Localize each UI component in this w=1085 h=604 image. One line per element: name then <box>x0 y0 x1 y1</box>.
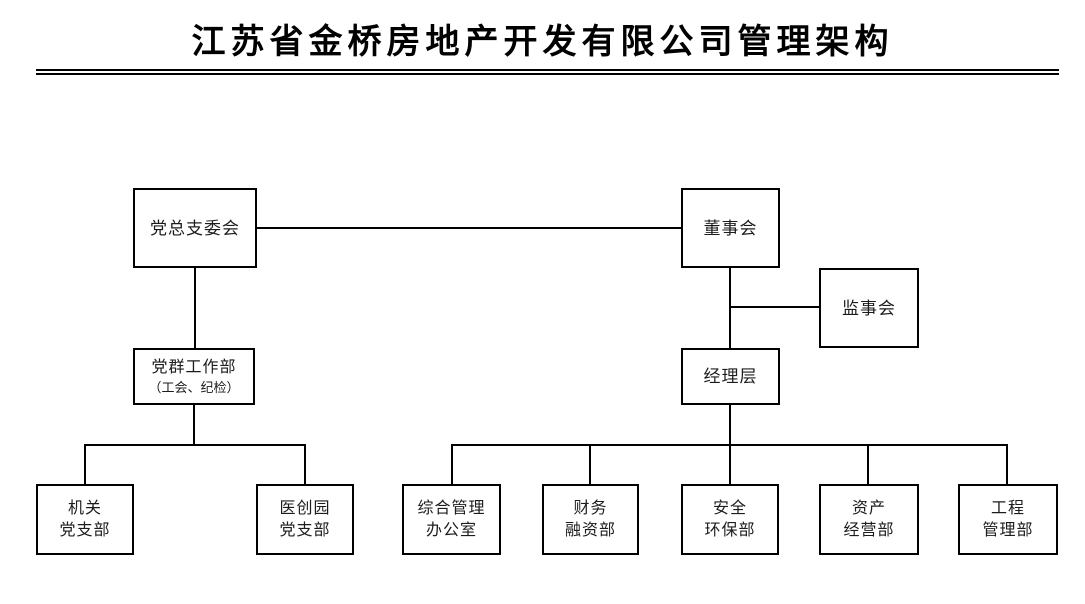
edge-party-mass-dept-stem <box>193 404 195 445</box>
node-engineering-dept: 工程 管理部 <box>958 484 1058 555</box>
node-party-mass-work-dept-label: 党群工作部 <box>151 358 237 376</box>
node-supervisory-board-label: 监事会 <box>842 298 896 318</box>
title-double-underline <box>36 69 1059 75</box>
node-org-party-branch: 机关 党支部 <box>36 484 134 555</box>
edge-party-branches-rail <box>84 444 306 446</box>
edge-drop-asset-mgmt-dept <box>867 444 869 484</box>
edge-drop-finance-dept <box>589 444 591 484</box>
node-yichuangyuan-party-branch-label: 医创园 党支部 <box>279 499 331 539</box>
node-party-mass-work-dept-sublabel: （工会、纪检） <box>148 379 240 395</box>
node-board-of-directors-label: 董事会 <box>703 218 758 238</box>
edge-drop-yichuangyuan-party-branch <box>304 444 306 484</box>
diagram-title: 江苏省金桥房地产开发有限公司管理架构 <box>191 24 894 61</box>
node-safety-env-dept: 安全 环保部 <box>681 484 779 555</box>
edge-drop-safety-env-dept <box>729 444 731 484</box>
edge-drop-general-admin-office <box>451 444 453 484</box>
node-finance-dept-label: 财务 融资部 <box>564 499 616 539</box>
node-party-mass-work-dept: 党群工作部 （工会、纪检） <box>133 348 255 405</box>
node-management-team-label: 经理层 <box>703 367 758 386</box>
node-general-admin-office: 综合管理 办公室 <box>402 484 501 555</box>
node-asset-mgmt-dept: 资产 经营部 <box>819 484 919 555</box>
node-asset-mgmt-dept-label: 资产 经营部 <box>843 499 895 539</box>
edge-management-stem <box>729 404 731 445</box>
node-party-committee-label: 党总支委会 <box>150 218 240 238</box>
node-org-party-branch-label: 机关 党支部 <box>59 499 111 539</box>
node-party-committee: 党总支委会 <box>133 188 257 268</box>
node-yichuangyuan-party-branch: 医创园 党支部 <box>256 484 354 555</box>
node-finance-dept: 财务 融资部 <box>542 484 639 555</box>
node-supervisory-board: 监事会 <box>819 268 919 348</box>
node-general-admin-office-label: 综合管理 办公室 <box>417 499 486 539</box>
node-board-of-directors: 董事会 <box>681 188 780 268</box>
edge-party-committee-board <box>257 227 681 229</box>
edge-board-supervisory <box>729 306 819 308</box>
node-engineering-dept-label: 工程 管理部 <box>982 499 1034 539</box>
node-management-team: 经理层 <box>681 348 780 405</box>
edge-party-committee-party-mass-dept <box>194 268 196 348</box>
edge-board-management <box>729 268 731 348</box>
node-safety-env-dept-label: 安全 环保部 <box>704 499 756 539</box>
edge-drop-org-party-branch <box>84 444 86 484</box>
edge-drop-engineering-dept <box>1006 444 1008 484</box>
